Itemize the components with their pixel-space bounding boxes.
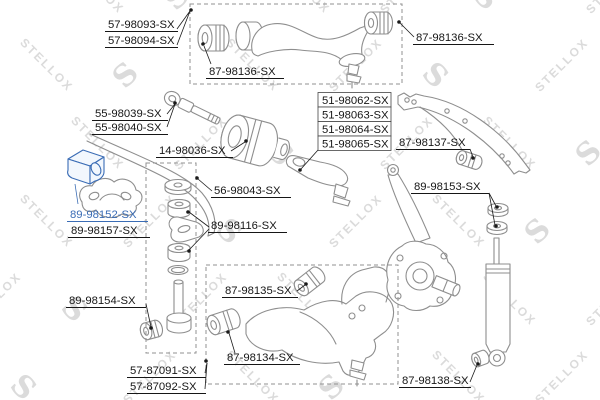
part-label-89-98152-sx-selected[interactable]: 89-98152-SX — [67, 209, 148, 222]
part-label-57-98093-sx[interactable]: 57-98093-SX — [105, 19, 178, 32]
label-box — [317, 135, 392, 151]
upper-arm-kit-box — [189, 3, 403, 85]
part-number-text[interactable]: 57-98094-SX — [108, 35, 175, 47]
part-label-87-98138-sx[interactable]: 87-98138-SX — [399, 375, 471, 388]
part-label-89-98153-sx[interactable]: 89-98153-SX — [411, 181, 489, 194]
tie-rod-end-drawing — [285, 155, 351, 207]
part-number-text[interactable]: 56-98043-SX — [214, 185, 281, 197]
part-label-55-98039-sx[interactable]: 55-98039-SX — [92, 108, 168, 121]
bushing-89-98154-drawing — [139, 319, 164, 341]
part-number-text[interactable]: 87-98134-SX — [227, 352, 294, 364]
part-label-87-98134-sx[interactable]: 87-98134-SX — [224, 352, 300, 365]
part-number-text[interactable]: 57-87092-SX — [130, 381, 197, 393]
part-label-57-87091-sx[interactable]: 57-87091-SX — [127, 365, 206, 378]
lower-arm-kit-box — [205, 264, 399, 385]
stabilizer-link-kit-box — [145, 162, 197, 354]
part-label-51-98064-sx[interactable]: 51-98064-SX — [317, 121, 392, 137]
part-label-87-98136-sx-kit[interactable]: 87-98136-SX — [206, 66, 284, 79]
lower-control-arm-drawing — [206, 266, 395, 387]
part-number-text[interactable]: 55-98040-SX — [95, 122, 162, 134]
part-label-87-98137-sx[interactable]: 87-98137-SX — [396, 137, 470, 150]
part-number-text[interactable]: 87-98136-SX — [416, 32, 483, 44]
part-label-89-98157-sx[interactable]: 89-98157-SX — [68, 225, 150, 238]
part-label-57-87092-sx[interactable]: 57-87092-SX — [127, 381, 206, 394]
part-number-text[interactable]: 51-98065-SX — [322, 139, 389, 151]
part-label-51-98062-sx[interactable]: 51-98062-SX — [317, 92, 392, 108]
part-label-89-98116-sx[interactable]: 89-98116-SX — [208, 220, 287, 233]
part-number-text[interactable]: 51-98064-SX — [322, 124, 389, 136]
part-label-56-98043-sx[interactable]: 56-98043-SX — [211, 185, 291, 198]
part-number-text[interactable]: 14-98036-SX — [159, 145, 226, 157]
part-number-text[interactable]: 89-98116-SX — [211, 220, 277, 232]
part-number-text-selected[interactable]: 89-98152-SX — [70, 209, 137, 221]
leader-lines — [74, 10, 497, 390]
stabilizer-bar-drawing — [86, 133, 216, 237]
bushing-87-98137-drawing — [455, 150, 483, 170]
part-number-text[interactable]: 87-98137-SX — [399, 137, 466, 149]
part-label-87-98135-sx[interactable]: 87-98135-SX — [222, 285, 298, 298]
part-labels: 57-98093-SX 57-98094-SX 87-98136-SX 87-9… — [66, 19, 494, 394]
leader-dots — [149, 8, 499, 366]
part-label-51-98065-sx[interactable]: 51-98065-SX — [317, 135, 392, 151]
stabilizer-bushing-highlighted-drawing[interactable] — [67, 149, 105, 185]
part-label-87-98136-sx[interactable]: 87-98136-SX — [413, 32, 494, 45]
part-label-89-98154-sx[interactable]: 89-98154-SX — [66, 295, 146, 308]
part-number-text[interactable]: 89-98154-SX — [69, 295, 136, 307]
upper-control-arm-drawing — [197, 11, 394, 89]
part-number-text[interactable]: 87-98136-SX — [209, 66, 276, 78]
part-number-text[interactable]: 57-98093-SX — [108, 19, 175, 31]
part-number-text[interactable]: 89-98157-SX — [71, 225, 138, 237]
part-number-text[interactable]: 87-98135-SX — [225, 285, 292, 297]
control-arm-bushing-large-drawing — [220, 114, 291, 167]
steering-knuckle-drawing — [386, 163, 461, 312]
inner-tie-rod-drawing — [163, 90, 221, 125]
part-number-text[interactable]: 89-98153-SX — [414, 181, 481, 193]
torsion-bar-bracket-drawing — [397, 92, 531, 175]
part-number-text[interactable]: 57-87091-SX — [130, 365, 197, 377]
part-number-text[interactable]: 51-98062-SX — [322, 95, 389, 107]
part-label-14-98036-sx[interactable]: 14-98036-SX — [156, 145, 233, 158]
part-number-text[interactable]: 55-98039-SX — [95, 108, 162, 120]
part-number-text[interactable]: 87-98138-SX — [402, 375, 469, 387]
part-label-51-98063-sx[interactable]: 51-98063-SX — [317, 106, 392, 122]
part-label-55-98040-sx[interactable]: 55-98040-SX — [92, 122, 168, 135]
stabilizer-link-parts-drawing — [164, 178, 204, 334]
shock-absorber-drawing — [471, 237, 511, 368]
part-label-57-98094-sx[interactable]: 57-98094-SX — [105, 35, 178, 48]
stabilizer-clamp-bracket-drawing — [79, 177, 143, 219]
part-number-text[interactable]: 51-98063-SX — [322, 110, 389, 122]
